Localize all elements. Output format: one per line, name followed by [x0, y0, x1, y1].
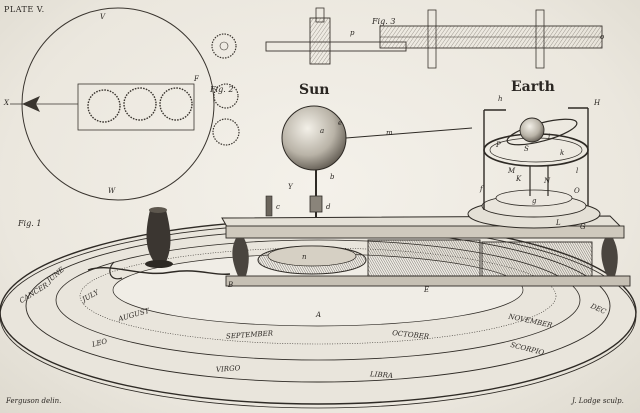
part-letter: Y — [288, 183, 293, 191]
part-letter: P — [496, 141, 501, 149]
part-letter: e — [338, 119, 343, 127]
part-letter: F — [194, 75, 199, 83]
part-letter: E — [424, 286, 430, 294]
fig2-small-gears — [211, 33, 240, 146]
part-letter: m — [386, 129, 393, 137]
part-letter: d — [326, 203, 331, 211]
gear-train — [257, 239, 593, 277]
part-letter: K — [516, 175, 522, 183]
engraver-left-credit: Ferguson delin. — [6, 397, 62, 405]
part-letter: g — [532, 197, 537, 205]
crank-handle — [87, 207, 231, 280]
part-letter: c — [276, 203, 280, 211]
part-letter: l — [576, 167, 579, 175]
fig3-spindle-diagram — [265, 7, 603, 69]
part-letter: k — [560, 149, 565, 157]
part-letter: O — [574, 187, 580, 195]
part-letter: N — [544, 177, 551, 185]
part-letter: W — [108, 187, 116, 195]
part-letter: H — [594, 99, 601, 107]
part-letter: i — [548, 133, 551, 141]
part-letter: B — [228, 281, 234, 289]
part-letter: n — [302, 253, 307, 261]
engraver-right-credit: J. Lodge sculp. — [572, 397, 624, 405]
zodiac-label: LIBRA — [369, 370, 394, 380]
part-letter: G — [580, 223, 586, 231]
part-letter: p — [350, 29, 355, 37]
part-letter: a — [320, 127, 325, 135]
fig3-label: Fig. 3 — [372, 17, 396, 26]
plate-label: PLATE V. — [4, 5, 45, 14]
part-letter: o — [600, 33, 605, 41]
part-letter: b — [330, 173, 335, 181]
sun-label: Sun — [299, 82, 330, 98]
part-letter: V — [100, 13, 106, 21]
earth-assembly — [467, 107, 601, 229]
fig1-label: Fig. 1 — [18, 219, 42, 228]
earth-label: Earth — [511, 79, 555, 95]
fig2-circle-diagram — [10, 7, 215, 201]
part-letter: M — [508, 167, 516, 175]
part-letter: h — [498, 95, 503, 103]
part-letter: L — [556, 219, 561, 227]
part-letter: X — [4, 99, 9, 107]
part-letter: S — [524, 145, 529, 153]
part-letter: A — [316, 311, 322, 319]
sun-assembly — [265, 105, 473, 218]
part-letter: f — [480, 185, 483, 193]
fig2-label: Fig. 2 — [210, 85, 234, 94]
